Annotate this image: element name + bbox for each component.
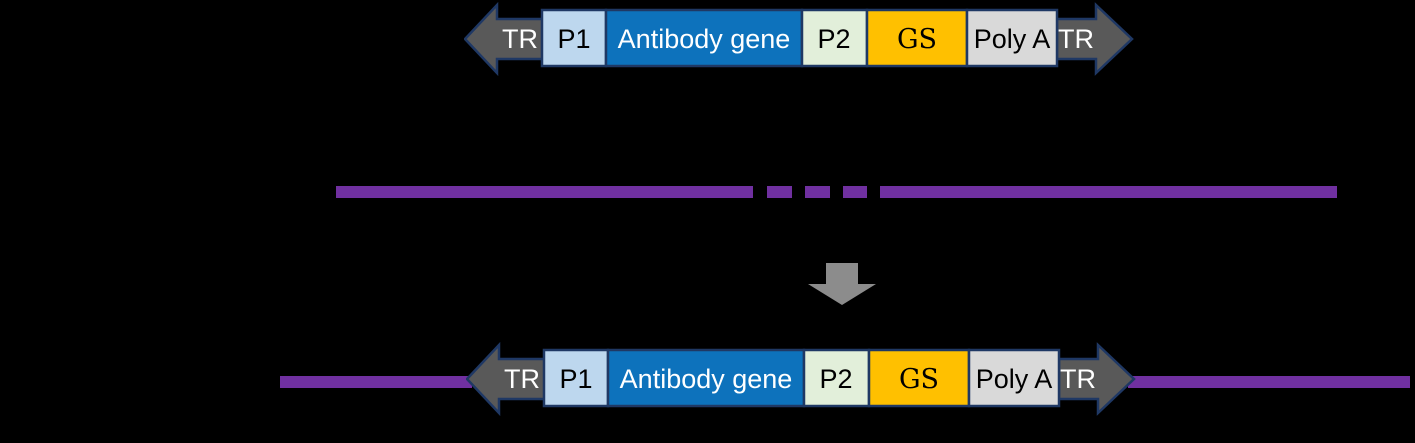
- polya-label: Poly A: [976, 364, 1053, 394]
- polya-box: [965, 8, 1059, 68]
- top-construct: TR P1 Antibody gene P2 GS Poly A TR: [464, 1, 1134, 77]
- integration-down-arrow-icon: [808, 263, 876, 305]
- bottom-construct: TR P1 Antibody gene P2 GS Poly A TR: [466, 341, 1136, 417]
- down-arrow-shape: [808, 263, 876, 305]
- p2-label: P2: [819, 364, 852, 394]
- gs-label: GS: [897, 24, 937, 55]
- tr-right-label: TR: [1060, 364, 1096, 394]
- genome-line-dash: [805, 186, 830, 198]
- p2-label: P2: [817, 24, 850, 54]
- antibody-gene-label: Antibody gene: [620, 364, 793, 394]
- genome-line-bottom-right-segment: [1128, 376, 1410, 388]
- genome-line-dash: [767, 186, 792, 198]
- polya-label: Poly A: [974, 24, 1051, 54]
- genome-line-top-right-segment: [880, 186, 1337, 198]
- genome-line-top-left-segment: [336, 186, 753, 198]
- gs-label: GS: [899, 364, 939, 395]
- p1-box: [542, 348, 610, 408]
- gs-box: [867, 348, 971, 408]
- p1-label: P1: [557, 24, 590, 54]
- tr-left-label: TR: [504, 364, 540, 394]
- tr-right-arrow-icon: [1055, 2, 1134, 76]
- antibody-gene-label: Antibody gene: [618, 24, 791, 54]
- p2-box: [802, 348, 871, 408]
- tr-right-label: TR: [1058, 24, 1094, 54]
- genome-line-bottom-left-segment: [280, 376, 472, 388]
- tr-left-label: TR: [502, 24, 538, 54]
- antibody-gene-box: [606, 348, 806, 408]
- p1-box: [540, 8, 608, 68]
- polya-box: [967, 348, 1061, 408]
- genome-line-dash: [843, 186, 867, 198]
- p1-label: P1: [559, 364, 592, 394]
- antibody-gene-box: [604, 8, 804, 68]
- tr-right-arrow-icon: [1057, 342, 1136, 416]
